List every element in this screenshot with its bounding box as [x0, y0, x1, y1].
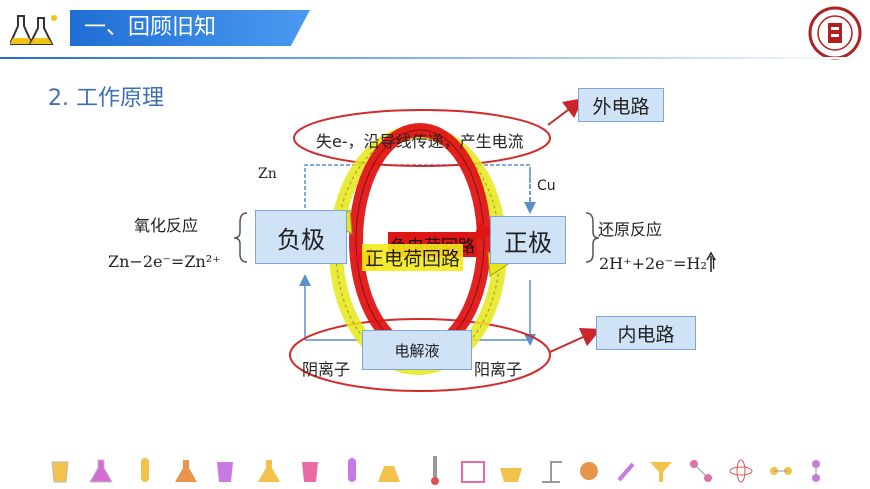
- rack-icon: [461, 461, 485, 483]
- electrolyte-box: 电解液: [362, 330, 472, 370]
- header-divider: [0, 57, 870, 59]
- cation-label: 阳离子: [474, 360, 523, 379]
- reduction-equation: 2H⁺+2e⁻=H₂↑: [599, 254, 721, 273]
- burner-icon: [378, 466, 400, 482]
- positive-electrode-label: 正极: [504, 228, 552, 257]
- funnel-icon: [650, 462, 672, 482]
- electron-flow-text: 失e-，沿导线传递，产生电流: [316, 132, 524, 151]
- thermometer-icon: [431, 456, 439, 485]
- test-tube-icon: [141, 458, 149, 482]
- microscope-icon: [580, 462, 598, 480]
- right-brace: [585, 212, 600, 263]
- dropper-icon: [617, 462, 635, 482]
- logo-flask-icon: [8, 12, 60, 48]
- negative-electrode-label: 负极: [277, 225, 325, 254]
- stand-icon: [542, 461, 562, 483]
- red-loop-arrowhead-top: [474, 222, 498, 242]
- inner-pointer-arrow: [549, 328, 602, 353]
- beaker-icon: [217, 462, 233, 482]
- page-title: 一、回顾旧知: [84, 15, 217, 40]
- inner-circuit-label: 内电路: [617, 323, 675, 346]
- oxidation-label: 氧化反应: [134, 216, 199, 235]
- test-tube-icon: [348, 458, 356, 482]
- atom-icon: [729, 459, 753, 483]
- reduction-label: 还原反应: [598, 220, 663, 239]
- anion-label: 阴离子: [302, 360, 351, 379]
- title-banner: [70, 10, 310, 46]
- zn-label: Zn: [258, 166, 277, 182]
- outer-circuit-box: 外电路: [578, 88, 664, 122]
- left-brace: [233, 212, 248, 263]
- flask-icon: [89, 459, 113, 483]
- negative-electrode-box: 负极: [255, 210, 347, 264]
- inner-circuit-ellipse: [289, 318, 551, 392]
- section-heading: 2. 工作原理: [48, 86, 164, 111]
- positive-charge-loop-text: 正电荷回路: [362, 244, 464, 271]
- beaker-icon: [51, 461, 69, 483]
- outer-circuit-label: 外电路: [592, 95, 650, 118]
- mortar-icon: [500, 468, 522, 482]
- oxidation-equation: Zn−2e⁻=Zn²⁺: [108, 252, 221, 271]
- positive-electrode-box: 正极: [490, 216, 566, 264]
- molecule-icon: [690, 460, 712, 482]
- molecule-icon: [812, 460, 820, 482]
- beaker-icon: [302, 462, 318, 482]
- outer-pointer-arrow: [547, 98, 584, 126]
- electrolyte-label: 电解液: [394, 341, 440, 360]
- cu-label: Cu: [537, 178, 556, 194]
- lab-icons-footer: [51, 456, 820, 485]
- outer-circuit-ellipse: [293, 109, 551, 167]
- molecule-icon: [770, 467, 792, 475]
- flask-icon: [258, 460, 280, 482]
- flask-icon: [175, 460, 197, 482]
- school-emblem-icon: [808, 6, 862, 60]
- inner-circuit-box: 内电路: [596, 316, 696, 350]
